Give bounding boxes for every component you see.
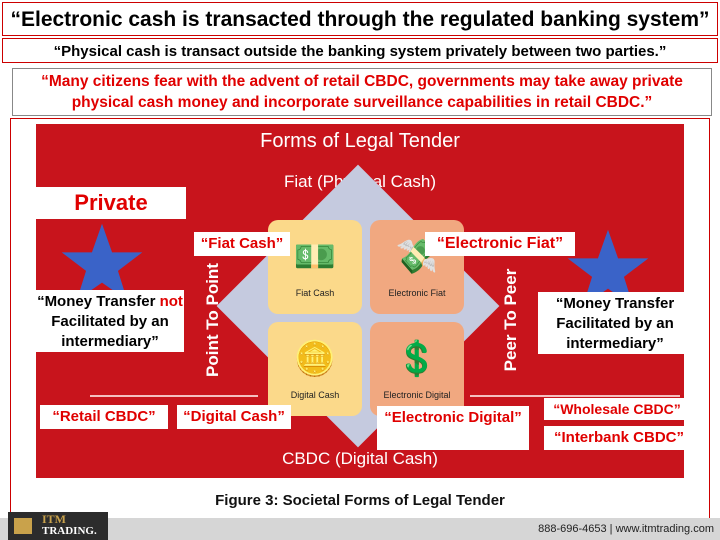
star-icon [61,223,143,301]
quadrant-digital-cash: 🪙 Digital Cash [268,322,362,416]
electronic-digital-callout: “Electronic Digital” [377,406,529,450]
headline-electronic-cash: “Electronic cash is transacted through t… [2,2,718,36]
logo-mark-icon [14,518,32,534]
contact-info: 888-696-4653 | www.itmtrading.com [538,523,714,535]
quadrant-caption: Electronic Fiat [388,288,446,298]
quadrant-caption: Fiat Cash [295,288,335,298]
quadrant-caption: Electronic Digital [383,390,451,400]
diagram-title: Forms of Legal Tender [260,130,460,152]
interbank-cbdc-callout: “Interbank CBDC” [544,426,694,450]
money-transfer-not-facilitated: “Money Transfer not Facilitated by an in… [36,290,184,352]
axis-line-right [470,395,680,397]
fiat-cash-callout: “Fiat Cash” [194,232,290,256]
digital-dollar-icon: 💲 [395,340,439,378]
cash-icon: 💵 [293,238,337,276]
peer-to-peer-label: Peer To Peer [501,268,520,372]
electronic-fiat-callout: “Electronic Fiat” [425,232,575,256]
quadrant-caption: Digital Cash [290,390,340,400]
headline-physical-cash: “Physical cash is transact outside the b… [2,38,718,63]
digital-cash-callout: “Digital Cash” [177,405,291,429]
figure-caption: Figure 3: Societal Forms of Legal Tender [215,492,505,509]
itm-trading-logo: ITM TRADING. [8,512,108,540]
quadrant-electronic-digital: 💲 Electronic Digital [370,322,464,416]
retail-cbdc-callout: “Retail CBDC” [40,405,168,429]
axis-line-left [90,395,258,397]
private-label: Private [36,187,186,219]
transfer-text: “Money Transfer [37,293,160,310]
quadrant-fiat-cash: 💵 Fiat Cash [268,220,362,314]
coins-icon: 🪙 [293,340,337,378]
transfer-text: Facilitated by an intermediary” [51,313,169,350]
wholesale-cbdc-callout: “Wholesale CBDC” [544,398,690,420]
star-icon [567,229,649,307]
point-to-point-label: Point To Point [203,263,222,377]
cbdc-digital-cash-label: CBDC (Digital Cash) [282,449,438,468]
logo-wordmark-bottom: TRADING. [42,525,97,537]
headline-citizens-fear: “Many citizens fear with the advent of r… [12,68,712,116]
footer-bar [0,518,720,540]
logo-wordmark-top: ITM [42,512,66,526]
money-transfer-facilitated: “Money Transfer Facilitated by an interm… [538,292,692,354]
not-emphasis: not [159,293,183,310]
